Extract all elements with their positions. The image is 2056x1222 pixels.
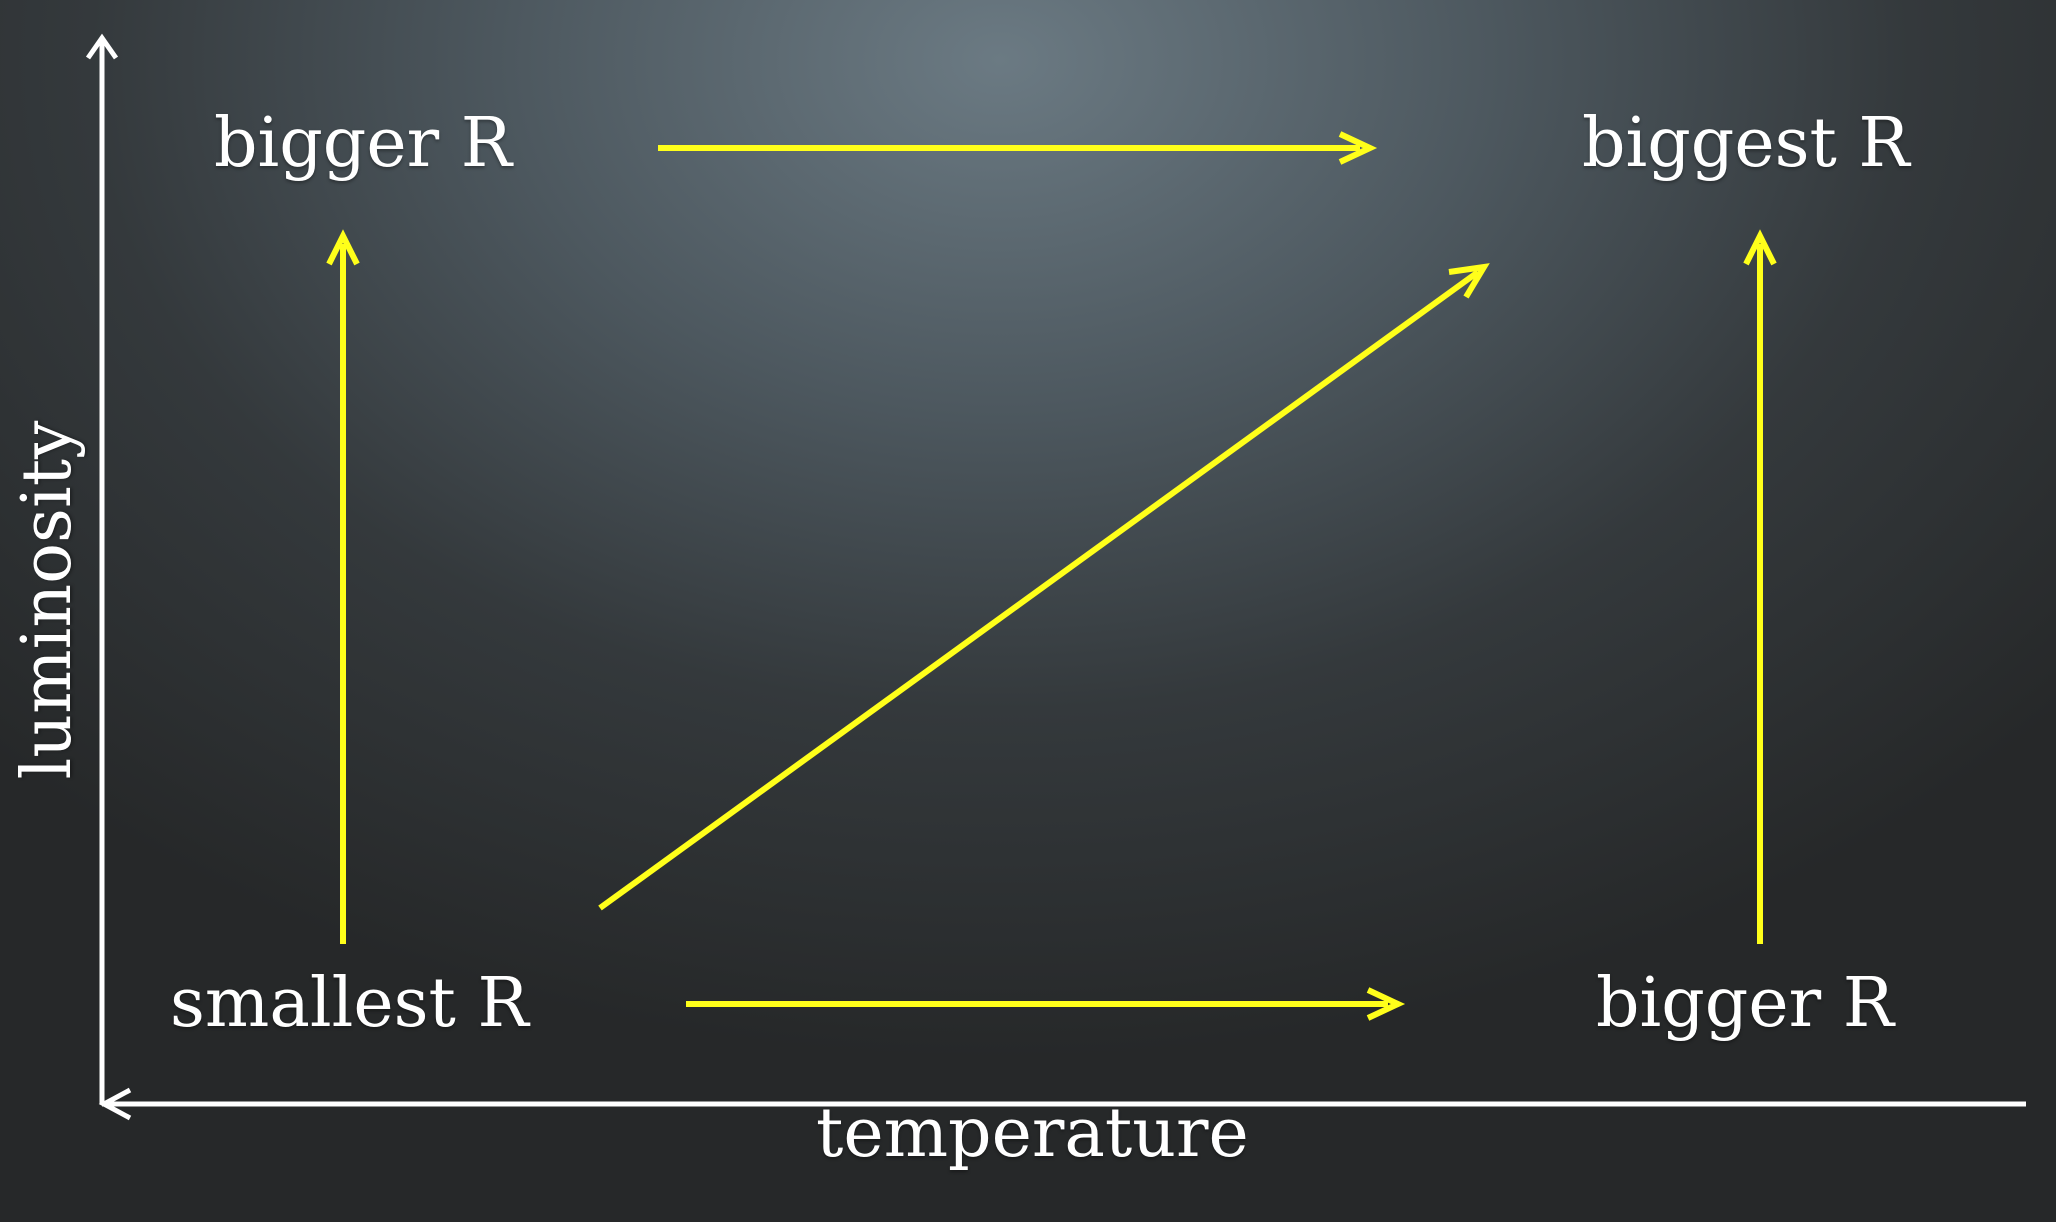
y-axis-label: luminosity [8,420,87,780]
x-axis-arrowhead [98,1087,132,1121]
arrow-diagonal-head [1448,263,1490,299]
y-axis-arrowhead [85,33,119,60]
label-top-right: biggest R [1582,104,1910,183]
arrow-top-horizontal-head [1338,131,1378,165]
axes [85,33,2026,1121]
arrow-diagonal [598,269,1480,911]
arrow-left-vertical-head [326,229,360,266]
x-axis-label: temperature [816,1094,1249,1173]
arrow-bottom-horizontal-head [1366,987,1406,1021]
label-top-left: bigger R [214,104,512,183]
label-bottom-right: bigger R [1596,964,1894,1043]
arrow-right-vertical-head [1743,229,1777,266]
label-bottom-left: smallest R [170,964,529,1043]
arrows [326,131,1777,1021]
